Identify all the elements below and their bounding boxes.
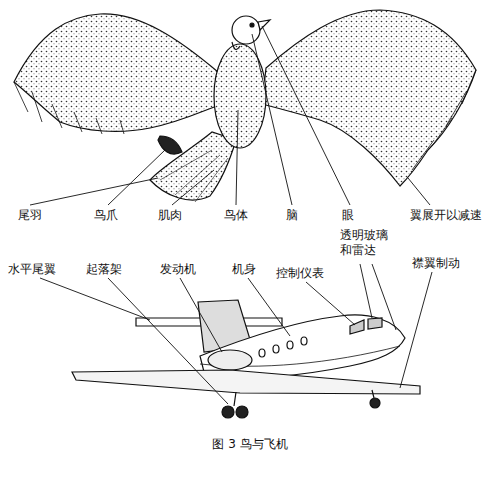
part-label: 水平尾翼	[8, 262, 56, 277]
part-label: 鸟体	[224, 208, 248, 223]
leader-lines	[30, 26, 432, 404]
part-label: 翼展开以减速	[410, 208, 482, 223]
part-label: 透明玻璃 和雷达	[340, 228, 390, 258]
part-label: 控制仪表	[276, 266, 324, 281]
bird-drawing	[14, 10, 476, 202]
part-label: 机身	[232, 262, 256, 277]
part-label: 尾羽	[18, 208, 42, 223]
figure-caption: 图 3 鸟与飞机	[212, 436, 287, 453]
part-label: 发动机	[160, 262, 196, 277]
part-label: 脑	[286, 208, 298, 223]
part-label: 眼	[342, 208, 354, 223]
part-label: 肌肉	[158, 208, 182, 223]
airplane-drawing	[72, 300, 420, 418]
part-label: 鸟爪	[94, 208, 118, 223]
part-label: 起落架	[86, 262, 122, 277]
part-label: 襟翼制动	[412, 256, 460, 271]
